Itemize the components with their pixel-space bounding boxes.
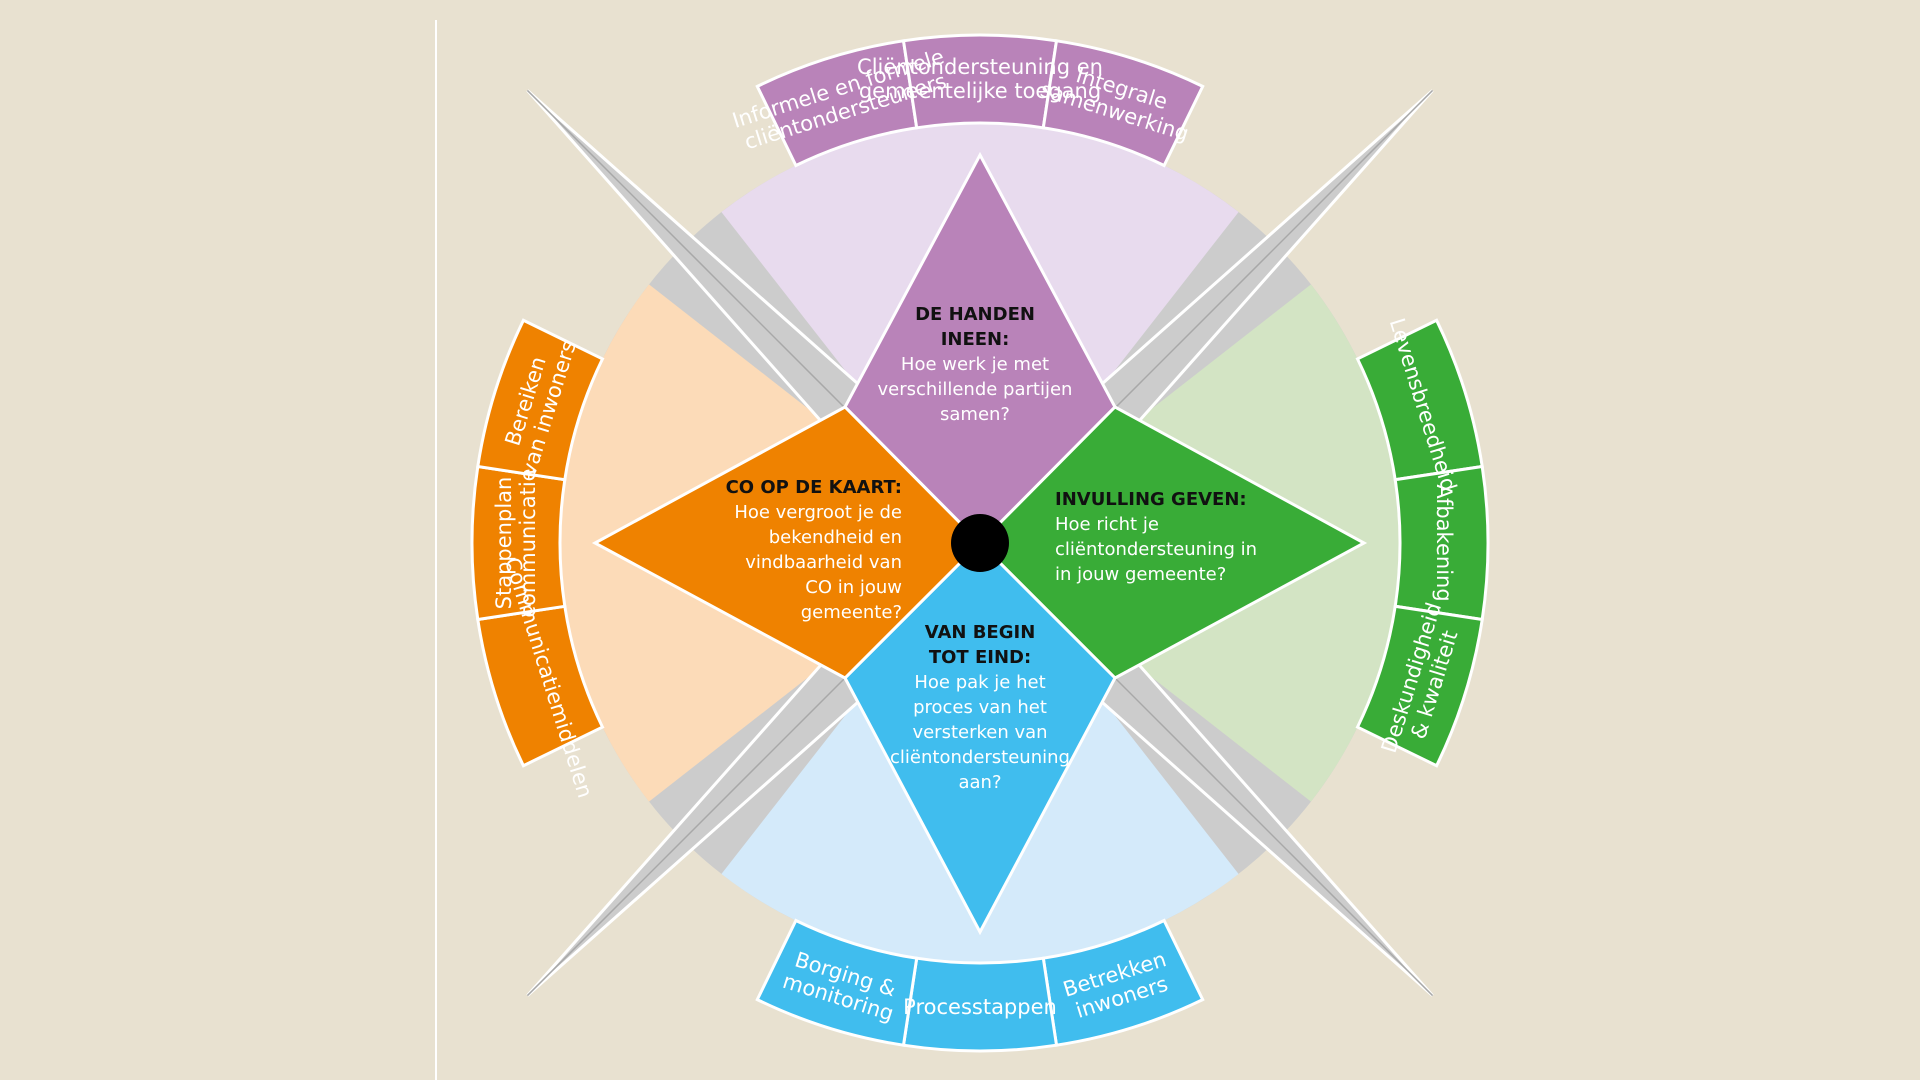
ring-segment-right-2 [1355,604,1484,768]
diamond-left [591,405,983,680]
ring-segment-top-2 [1041,39,1205,168]
vertical-divider [435,20,437,1080]
ring-segment-bottom-2 [755,918,919,1047]
ring-segment-left-2 [476,318,605,482]
center-hub [951,514,1009,572]
ring-label-right-1: Afbakening [1432,484,1456,601]
ring-label-left-1: Stappenplancommunicatie [492,468,540,617]
ring-label-bottom-1: Processtappen [903,995,1057,1019]
center-diamonds [591,151,1368,936]
outer-ring [470,33,1490,1053]
